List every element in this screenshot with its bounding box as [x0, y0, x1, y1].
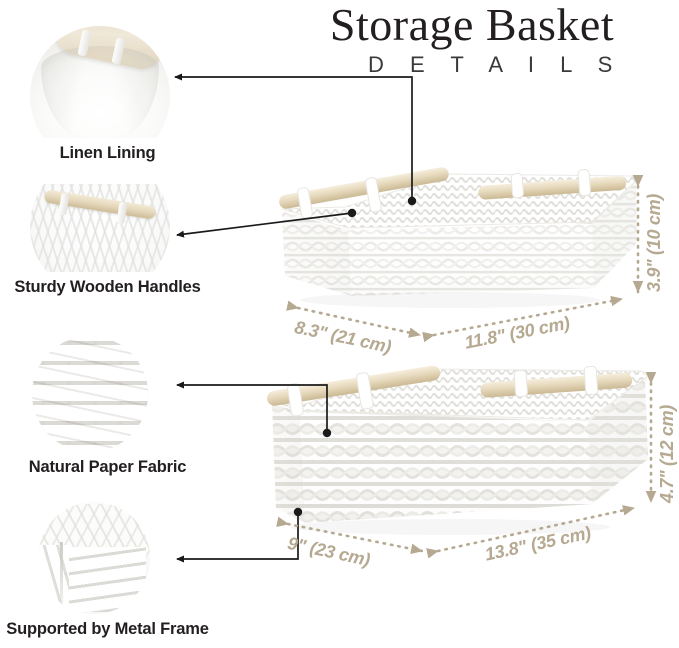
page-subtitle: D E T A I L S — [368, 52, 623, 77]
wooden-handle-right — [480, 372, 633, 398]
small-basket-illustration — [279, 167, 640, 296]
page-title: Storage Basket — [329, 0, 615, 50]
small-basket-height-label: 3.9" (10 cm) — [644, 194, 664, 292]
feature-label: Supported by Metal Frame — [6, 620, 209, 638]
large-basket-illustration — [267, 365, 650, 523]
metal-frame-thumbnail — [38, 502, 178, 614]
paper-fabric-thumbnail — [32, 336, 172, 452]
large-basket-width-label: 9" (23 cm) — [285, 533, 372, 570]
large-basket-height-label: 4.7" (12 cm) — [657, 405, 677, 503]
wooden-handle-right — [478, 176, 627, 200]
wooden-handle-thumbnail — [30, 184, 170, 272]
feature-paper-fabric: Natural Paper Fabric — [0, 336, 215, 477]
feature-wooden-handles: Sturdy Wooden Handles — [0, 184, 215, 297]
small-basket-width-label: 8.3" (21 cm) — [292, 317, 393, 357]
feature-label: Linen Lining — [59, 144, 156, 162]
large-basket-length-label: 13.8" (35 cm) — [483, 522, 593, 565]
feature-label: Sturdy Wooden Handles — [14, 278, 201, 296]
feature-label: Natural Paper Fabric — [28, 458, 187, 476]
small-basket-length-label: 11.8" (30 cm) — [463, 312, 572, 353]
linen-lining-thumbnail — [30, 26, 170, 138]
feature-metal-frame: Supported by Metal Frame — [0, 502, 215, 639]
feature-linen-lining: Linen Lining — [0, 26, 215, 163]
wooden-handle-left — [267, 365, 441, 406]
wooden-handle-left — [279, 167, 449, 209]
